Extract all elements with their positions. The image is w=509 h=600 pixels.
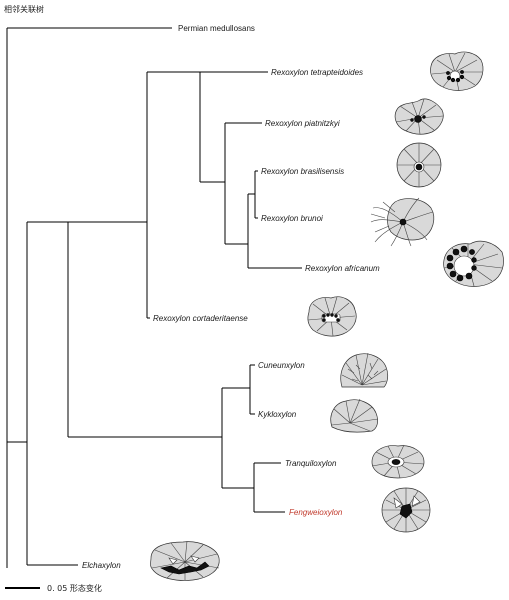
tree-title: 相邻关联树 (4, 4, 44, 14)
taxon-tranquiloxylon: Tranquiloxylon (285, 459, 337, 468)
section-rexoxylon-brasilisensis (396, 142, 442, 188)
section-tranquiloxylon (371, 444, 425, 479)
taxon-rexoxylon-brasilisensis: Rexoxylon brasilisensis (261, 167, 344, 176)
section-rexoxylon-brunoi (370, 197, 435, 247)
scale-bar: 0. 05 形态变化 (5, 583, 102, 593)
section-kykloxylon (330, 398, 379, 433)
taxon-elchaxylon: Elchaxylon (82, 561, 121, 570)
taxon-kykloxylon: Kykloxylon (258, 410, 297, 419)
taxon-fengweioxylon: Fengweioxylon (289, 508, 343, 517)
taxon-rexoxylon-cortaderitaense: Rexoxylon cortaderitaense (153, 314, 248, 323)
section-cuneunxylon (340, 352, 389, 388)
scale-bar-label: 0. 05 形态变化 (47, 583, 102, 593)
taxon-rexoxylon-tetrapteidoides: Rexoxylon tetrapteidoides (271, 68, 363, 77)
taxon-labels: Permian medullosans Rexoxylon tetrapteid… (82, 24, 380, 570)
taxon-cuneunxylon: Cuneunxylon (258, 361, 305, 370)
taxon-permian-medullosans: Permian medullosans (178, 24, 255, 33)
section-fengweioxylon (381, 487, 431, 533)
stem-sections (150, 51, 504, 581)
taxon-rexoxylon-brunoi: Rexoxylon brunoi (261, 214, 323, 223)
tree-branches (6, 27, 302, 568)
section-rexoxylon-piatnitzkyi (394, 98, 444, 135)
section-rexoxylon-tetrapteidoides (430, 51, 484, 92)
section-rexoxylon-cortaderitaense (307, 296, 357, 337)
taxon-rexoxylon-africanum: Rexoxylon africanum (305, 264, 380, 273)
taxon-rexoxylon-piatnitzkyi: Rexoxylon piatnitzkyi (265, 119, 340, 128)
section-elchaxylon (150, 540, 220, 581)
section-rexoxylon-africanum (443, 240, 504, 287)
